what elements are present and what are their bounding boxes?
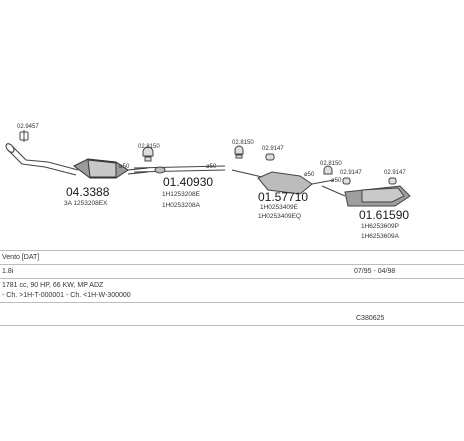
clamp3-number: 02.9147	[262, 146, 284, 152]
clamp-icon-4	[323, 165, 333, 175]
front-pipe-oem2: 1H0253208A	[162, 202, 201, 209]
clamp-icon-5	[342, 177, 351, 185]
clamp6-number: 02.9147	[384, 170, 406, 176]
clamp5-number: 02.9147	[340, 170, 362, 176]
rear-box-oem2: 1H6253609A	[361, 233, 400, 240]
code-text: C380625	[356, 315, 385, 322]
table-rule	[0, 278, 464, 279]
mid-box-number: 01.57710	[258, 190, 308, 204]
dim-label-4: ø50	[331, 178, 342, 184]
spec-text: 1781 cc, 90 HP, 66 KW, MP ADZ	[2, 282, 104, 289]
catalytic-converter-icon	[73, 158, 149, 179]
front-down-pipe	[5, 143, 79, 176]
engine-text: 1.8i	[2, 268, 14, 275]
clamp1-number: 02.8150	[138, 144, 160, 150]
dim-label-2: ø50	[206, 164, 217, 170]
clamp-top-number: 02.9457	[17, 124, 39, 130]
model-text: Vento [DAT]	[2, 254, 40, 261]
clamp-icon-3	[265, 153, 275, 161]
dim-label-3: ø50	[304, 172, 315, 178]
clamp-top-icon	[19, 130, 29, 142]
middle-silencer-icon	[231, 169, 335, 195]
clamp-icon-6	[388, 177, 397, 185]
cat-number: 04.3388	[66, 185, 110, 199]
front-pipe-icon	[133, 165, 226, 174]
mid-box-oem2: 1H0253409EQ	[258, 213, 301, 220]
front-pipe-number: 01.40930	[163, 175, 213, 189]
mid-box-oem: 1H0253409E	[260, 204, 299, 211]
years-text: 07/95 - 04/98	[354, 268, 396, 275]
clamp4-number: 02.8150	[320, 161, 342, 167]
front-pipe-oem: 1H1253208E	[162, 191, 201, 198]
table-rule	[0, 264, 464, 265]
chassis-text: - Ch. >1H-T-000001 - Ch. <1H-W-300000	[2, 292, 131, 299]
cat-oem: 3A 1253208EX	[64, 200, 108, 207]
rear-box-oem: 1H6253609P	[361, 223, 399, 230]
table-rule	[0, 302, 464, 303]
table-rule	[0, 250, 464, 251]
clamp-icon-1	[142, 146, 154, 162]
rear-silencer-icon	[321, 185, 411, 207]
clamp-icon-2	[234, 145, 244, 159]
rear-box-number: 01.61590	[359, 208, 409, 222]
table-rule	[0, 325, 464, 326]
clamp2-number: 02.8150	[232, 140, 254, 146]
dim-label-1: ø50	[119, 164, 130, 170]
